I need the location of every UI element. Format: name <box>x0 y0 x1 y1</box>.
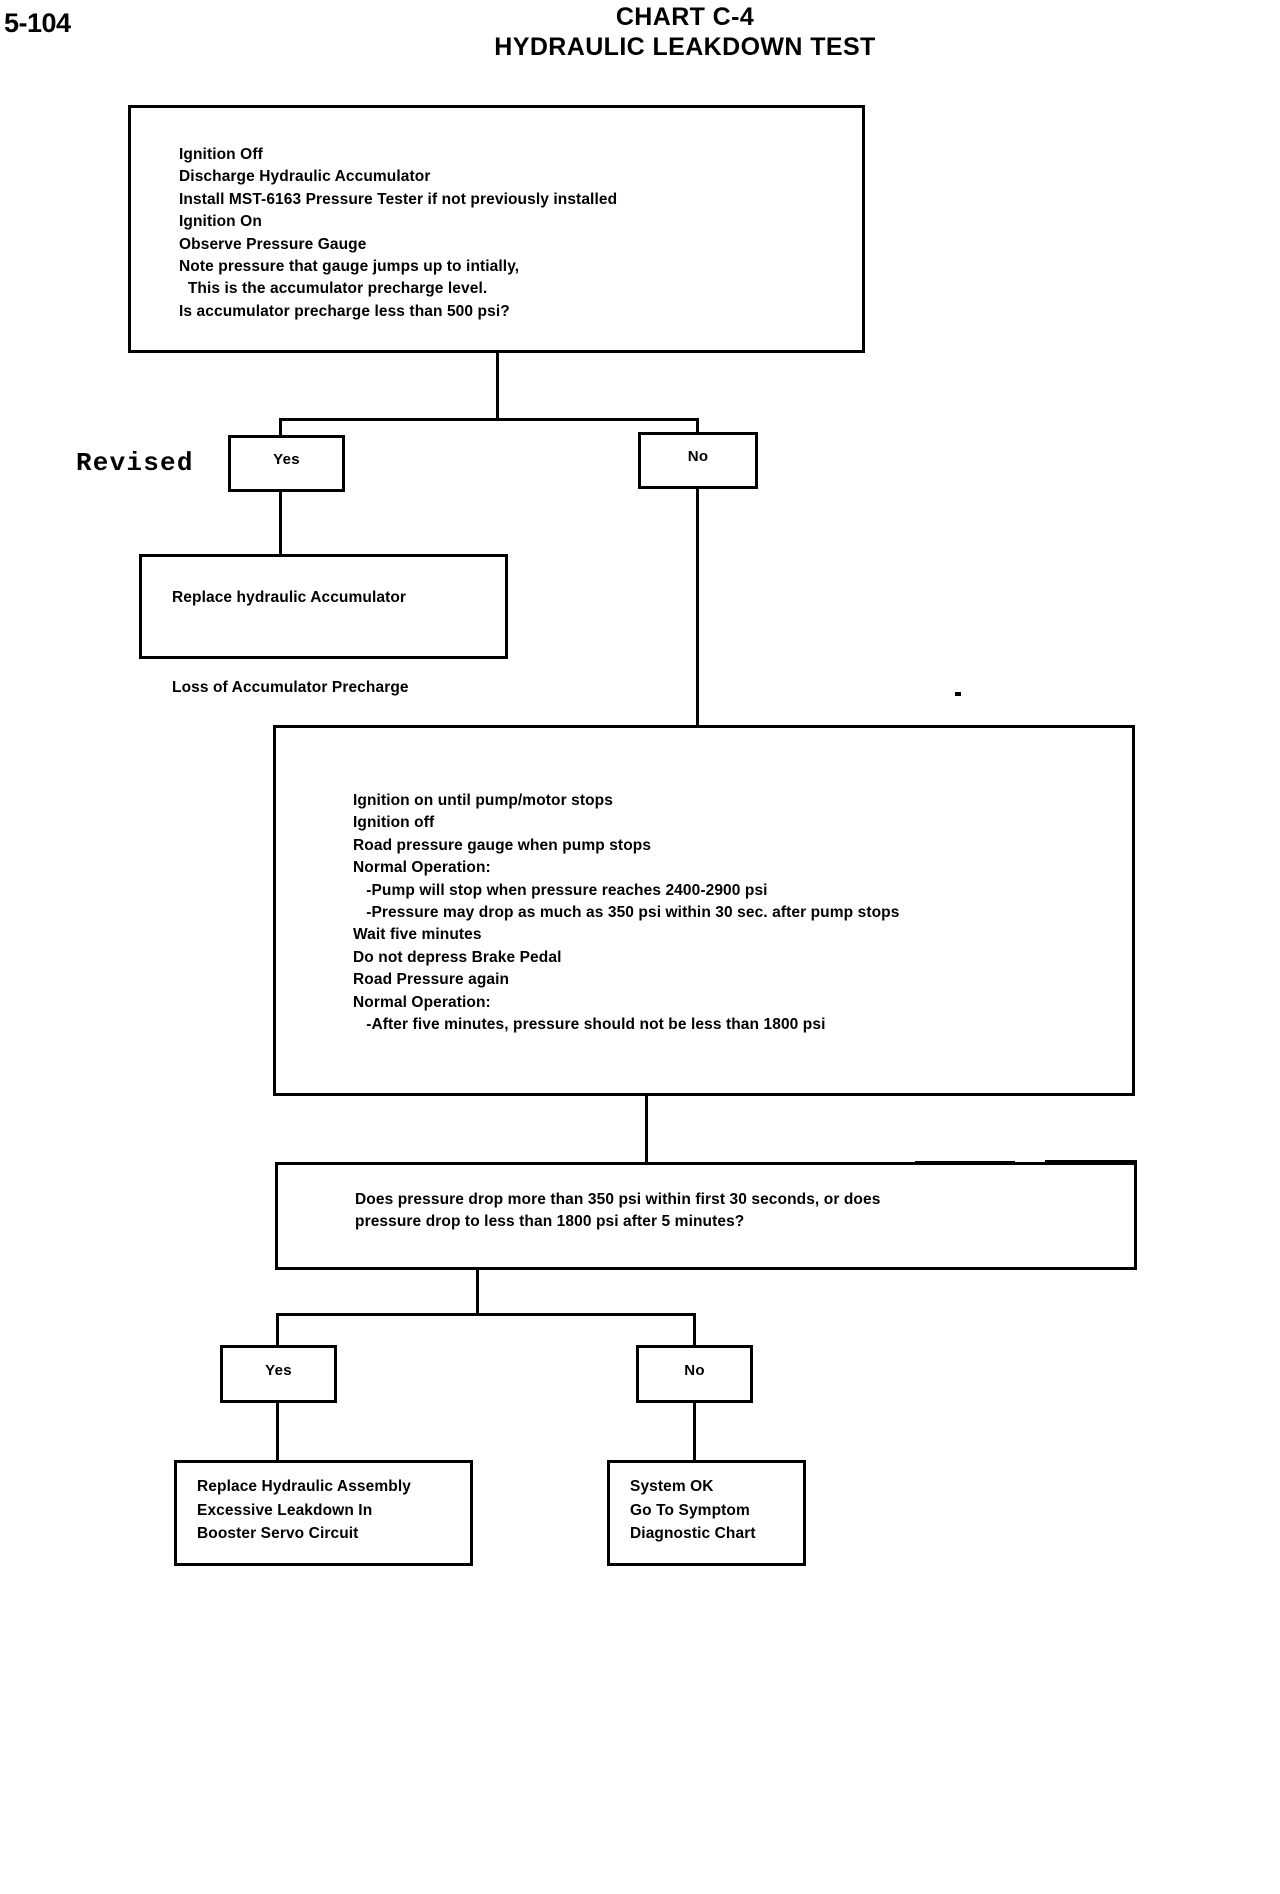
connector-initial-stem <box>496 353 499 421</box>
node-no-1: No <box>638 432 758 489</box>
node-system-ok-text: System OK Go To Symptom Diagnostic Chart <box>630 1478 756 1542</box>
node-no-1-label: No <box>687 448 709 465</box>
chart-id: CHART C-4 <box>615 3 755 31</box>
node-replace-accumulator: Replace hydraulic Accumulator Loss of Ac… <box>139 554 508 696</box>
connector-to-no-1 <box>696 418 699 435</box>
revised-stamp: Revised <box>76 448 194 478</box>
scan-speck <box>915 1161 1015 1163</box>
node-leakdown-procedure-text: Ignition on until pump/motor stops Ignit… <box>353 792 900 1034</box>
node-replace-accumulator-text: Replace hydraulic Accumulator Loss of Ac… <box>172 589 409 696</box>
node-yes-1-label: Yes <box>273 451 300 468</box>
node-yes-2: Yes <box>220 1345 337 1403</box>
node-replace-assembly: Replace Hydraulic Assembly Excessive Lea… <box>174 1460 473 1566</box>
node-no-2: No <box>636 1345 753 1403</box>
node-system-ok: System OK Go To Symptom Diagnostic Chart <box>607 1460 806 1566</box>
node-initial-check-text: Ignition Off Discharge Hydraulic Accumul… <box>179 146 618 320</box>
scan-speck <box>955 692 961 696</box>
node-leakdown-question-text: Does pressure drop more than 350 psi wit… <box>355 1191 881 1231</box>
connector-to-no-2 <box>693 1313 696 1347</box>
page-title: CHART C-4 HYDRAULIC LEAKDOWN TEST <box>0 2 1280 62</box>
chart-title-text: HYDRAULIC LEAKDOWN TEST <box>494 33 876 61</box>
connector-to-yes-2 <box>276 1313 279 1347</box>
node-leakdown-question: Does pressure drop more than 350 psi wit… <box>275 1162 1137 1270</box>
connector-yes2-to-replace-assembly <box>276 1403 279 1463</box>
page-number: 5-104 <box>4 8 71 38</box>
node-replace-assembly-text: Replace Hydraulic Assembly Excessive Lea… <box>197 1478 411 1542</box>
connector-procedure-to-question <box>645 1096 648 1162</box>
node-yes-1: Yes <box>228 435 345 492</box>
connector-no2-to-system-ok <box>693 1403 696 1463</box>
node-yes-2-label: Yes <box>265 1362 292 1379</box>
connector-question-split-bar <box>276 1313 696 1316</box>
connector-initial-split-bar <box>279 418 699 421</box>
node-initial-check: Ignition Off Discharge Hydraulic Accumul… <box>128 105 865 353</box>
connector-question-stem <box>476 1270 479 1316</box>
connector-yes1-to-replace-accumulator <box>279 492 282 556</box>
node-leakdown-procedure: Ignition on until pump/motor stops Ignit… <box>273 725 1135 1096</box>
connector-to-yes-1 <box>279 418 282 438</box>
node-no-2-label: No <box>684 1362 705 1379</box>
connector-no1-to-procedure <box>696 489 699 727</box>
scan-speck <box>1045 1160 1137 1162</box>
